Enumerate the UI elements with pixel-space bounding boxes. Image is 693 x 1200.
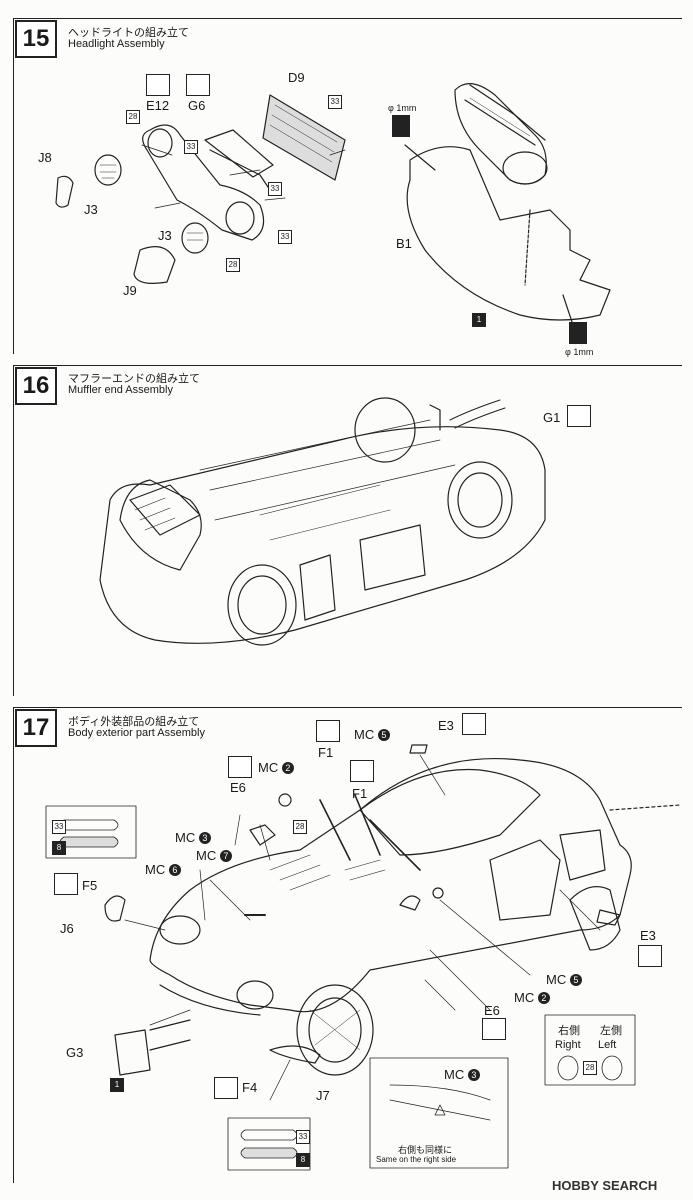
paint-icon-f5 [54,873,78,895]
step16-title-jp: マフラーエンドの組み立て [68,373,200,385]
paint-icon-g1 [567,405,591,427]
step16-frame [13,365,682,696]
right-label-jp: 右側 [558,1025,580,1037]
step17-number: 17 [15,709,57,747]
paint-icon-g6 [186,74,210,96]
step15-number: 15 [15,20,57,58]
headlight-lenses [55,154,209,284]
headlight-cover-d9 [262,94,346,181]
color-28-s17: 28 [293,820,307,834]
left-label-jp: 左側 [600,1025,622,1037]
part-g1: G1 [543,410,561,425]
part-j3-upper: J3 [84,202,98,217]
step17-title-en: Body exterior part Assembly [68,727,205,739]
car-underside-drawing [99,397,546,646]
part-mc2-b: MC 2 [514,990,550,1005]
hobby-search-watermark: HOBBY SEARCH [552,1178,658,1193]
step15-leaders [141,144,346,209]
part-mc5-a: MC 5 [354,727,390,742]
drill-phi-top: φ 1mm [388,103,417,113]
color-33-b: 33 [328,95,342,109]
part-e12: E12 [146,98,170,113]
color-8-inset-a: 8 [52,841,66,855]
part-g3: G3 [66,1045,84,1060]
color-28-b: 28 [226,258,240,272]
color-33-a: 33 [184,140,198,154]
pin-markers [392,115,587,344]
same-right-jp: 右側も同様に [398,1145,453,1155]
part-e6-b: E6 [484,1003,500,1018]
step16-title-en: Muffler end Assembly [68,384,173,396]
headlight-housing-drawing [142,124,274,241]
part-b1: B1 [396,236,412,251]
color-28-inset: 28 [583,1061,597,1075]
drill-phi-bottom: φ 1mm [565,347,594,357]
left-label-en: Left [598,1039,617,1051]
part-e3-b: E3 [640,928,656,943]
same-right-en: Same on the right side [376,1155,457,1164]
front-body-b1 [404,83,611,326]
color-8-inset-b: 8 [296,1153,310,1167]
step15-title-jp: ヘッドライトの組み立て [68,27,189,39]
paint-icon-e6a [228,756,252,778]
paint-icon-f1b [350,760,374,782]
part-e3-a: E3 [438,718,454,733]
color-33-inset-b: 33 [296,1130,310,1144]
paint-icon-e3b [638,945,662,967]
color-1: 1 [472,313,486,327]
part-f1-a: F1 [318,745,334,760]
part-f5: F5 [82,878,98,893]
part-mc2-a: MC 2 [258,760,294,775]
part-j8: J8 [38,150,52,165]
part-mc3-b: MC 3 [444,1067,480,1082]
part-mc5-b: MC 5 [546,972,582,987]
part-mc7: MC 7 [196,848,232,863]
step16-number: 16 [15,367,57,405]
paint-icon-e3a [462,713,486,735]
step17-frame [13,707,682,1183]
paint-icon-e6b [482,1018,506,1040]
car-body-drawing [104,744,681,1076]
color-33-inset-a: 33 [52,820,66,834]
color-28-a: 28 [126,110,140,124]
step17-leaders [124,754,601,1101]
part-g6: G6 [188,98,206,113]
part-mc6: MC 6 [145,862,181,877]
paint-icon-f4 [214,1077,238,1099]
part-j3-lower: J3 [158,228,172,243]
part-d9: D9 [288,70,305,85]
part-j9: J9 [123,283,137,298]
color-1-s17: 1 [110,1078,124,1092]
right-label-en: Right [555,1039,581,1051]
part-j6: J6 [60,921,74,936]
part-f1-b: F1 [352,786,368,801]
color-33-c: 33 [268,182,282,196]
color-33-d: 33 [278,230,292,244]
step17-title-jp: ボディ外装部品の組み立て [68,716,200,728]
inset-boxes [45,805,636,1171]
paint-icon-f1a [316,720,340,742]
paint-icon-e12 [146,74,170,96]
step15-title-en: Headlight Assembly [68,38,165,50]
part-f4: F4 [242,1080,258,1095]
step15-frame [13,18,682,354]
part-mc3-a: MC 3 [175,830,211,845]
part-e6-a: E6 [230,780,246,795]
part-j7: J7 [316,1088,330,1103]
